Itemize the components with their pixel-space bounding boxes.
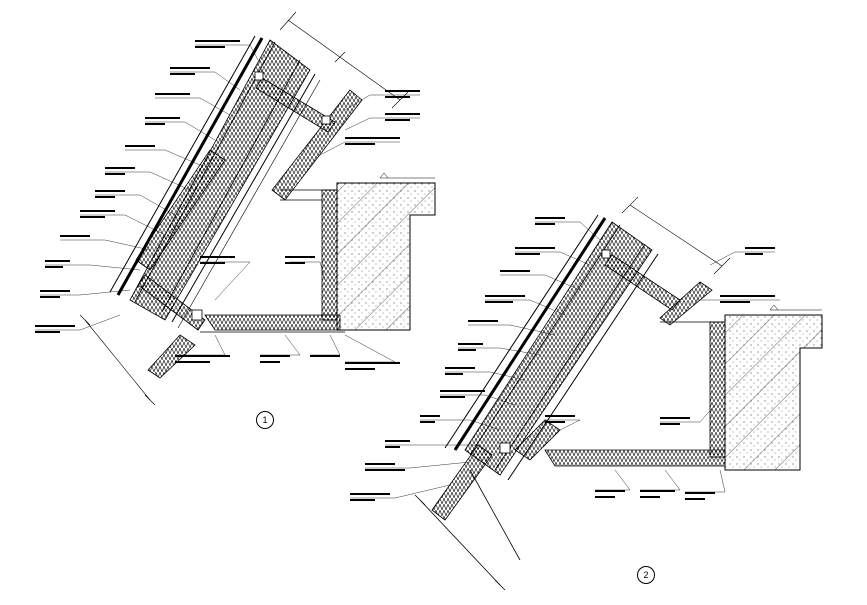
detail-1-dimension-line [279, 11, 409, 109]
detail-2-label: 2 [637, 566, 655, 584]
detail-2-dimension-line [621, 196, 731, 275]
detail-1-drawing [35, 11, 436, 406]
detail-1-elevation-marker [379, 172, 435, 179]
detail-1-lower-projection [147, 334, 196, 379]
detail-1-label: 1 [256, 411, 274, 429]
detail-2-inner-wall [514, 419, 561, 461]
detail-2-sloped-roof [444, 214, 659, 481]
detail-1-upper-wing [254, 71, 363, 201]
detail-2-concrete [724, 314, 823, 471]
detail-2-elevation-marker [769, 304, 822, 311]
detail-2-upper-wing [601, 249, 713, 326]
detail-2-callout-text [350, 217, 775, 501]
detail-1-left-dimension [79, 314, 156, 406]
detail-1-inner-wall [135, 149, 226, 331]
detail-1-concrete [336, 182, 436, 331]
detail-1-vertical-wall [280, 189, 338, 321]
detail-2-vertical-wall [660, 321, 726, 458]
detail-1-callout-text [35, 40, 420, 370]
detail-2-callout-leaders [350, 221, 780, 499]
detail-2-drawing [350, 196, 823, 591]
detail-2-lower-extension [414, 444, 521, 591]
